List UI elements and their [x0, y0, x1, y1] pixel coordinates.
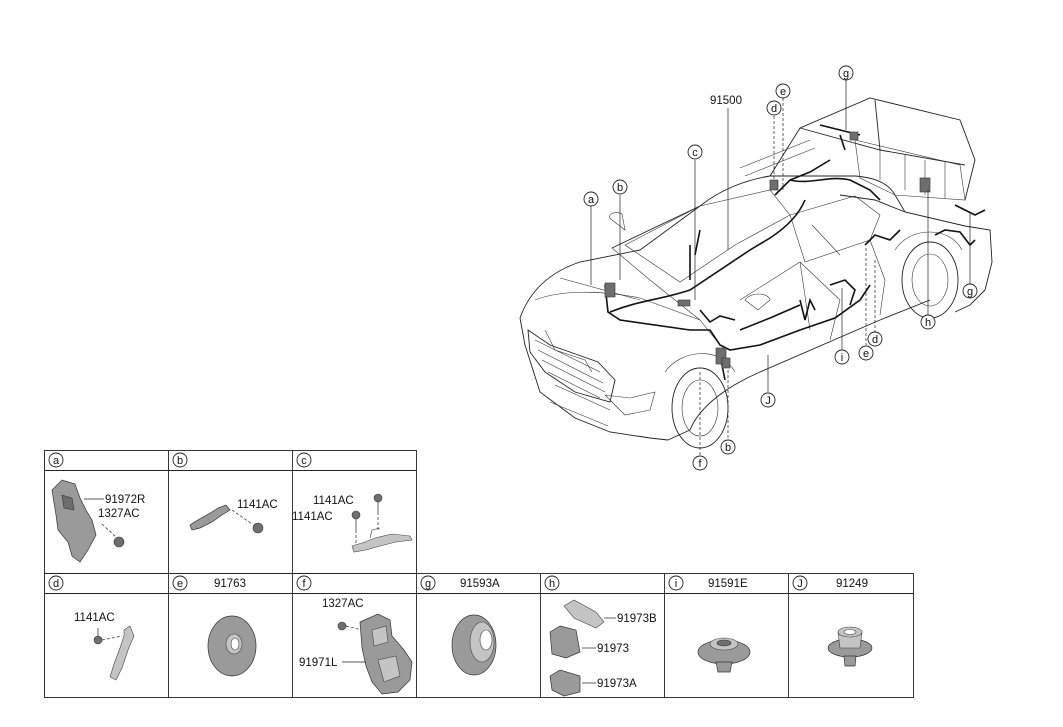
callout-c-text: c: [692, 147, 698, 159]
cell-h-letter: h: [549, 578, 555, 590]
bolt-part: [93, 635, 103, 645]
cell-a-label-1: 91972R: [105, 494, 145, 506]
cell-f-letter: f: [302, 578, 306, 590]
cell-e-letter: e: [177, 578, 183, 590]
callout-d-bottom-text: d: [872, 334, 878, 346]
callout-b-top-text: b: [617, 182, 623, 194]
callout-d-bottom: d: [867, 331, 883, 347]
callout-h: h: [920, 314, 936, 330]
cell-c-label-1: 1141AC: [313, 495, 354, 507]
wiring-harness: [604, 124, 986, 381]
clip-part-1: [563, 599, 605, 629]
bolt-part-1: [373, 493, 383, 503]
callout-h-text: h: [925, 317, 931, 329]
cell-j-title: 91249: [836, 578, 868, 590]
vehicle-callouts: 91500 a b c d e g g: [583, 65, 978, 471]
callout-d-top-text: d: [771, 103, 777, 115]
callout-c: c: [687, 144, 703, 160]
callout-leaders: [590, 80, 971, 456]
cell-b-letter: b: [177, 455, 183, 467]
cell-f-label-1: 1327AC: [322, 598, 364, 610]
cell-h-label-2: 91973: [597, 643, 629, 655]
cell-b-label-1: 1141AC: [237, 499, 278, 511]
nut-part: [113, 536, 125, 548]
callout-e-top-text: e: [780, 86, 786, 98]
callout-g-top-text: g: [843, 68, 849, 80]
cell-b: b 1141AC: [172, 452, 278, 534]
cell-c: c 1141AC 1141AC: [292, 452, 413, 553]
ground-wire-part: [189, 504, 231, 531]
callout-b-bottom-text: b: [725, 442, 731, 454]
ground-wire-part: [109, 625, 135, 681]
callout-g-right-text: g: [967, 286, 973, 298]
cell-f-label-2: 91971L: [299, 657, 338, 669]
callout-g-right: g: [962, 283, 978, 299]
cell-i: i 91591E: [668, 575, 751, 673]
bracket-part: [51, 479, 97, 563]
cell-j-letter: J: [797, 578, 803, 590]
cell-g-title: 91593A: [460, 578, 500, 590]
cell-d-letter: d: [53, 578, 59, 590]
bolt-part: [252, 522, 264, 534]
nut-part: [337, 621, 347, 631]
cell-h-label-3: 91973A: [597, 678, 637, 690]
callout-b-bottom: b: [720, 439, 736, 455]
cell-h: h 91973B 91973 91973A: [544, 575, 657, 697]
cell-d: d 1141AC: [48, 575, 135, 681]
cell-f: f 1327AC 91971L: [296, 575, 413, 695]
callout-d-top: d: [766, 100, 782, 116]
callout-e-bottom: e: [858, 345, 874, 361]
clip-part-3: [549, 669, 581, 697]
cell-e-title: 91763: [214, 578, 246, 590]
cell-d-label-1: 1141AC: [74, 612, 115, 624]
cell-c-label-2: 1141AC: [292, 511, 333, 523]
callout-g-top: g: [838, 65, 854, 81]
cell-c-letter: c: [301, 455, 307, 467]
wire-terminal-part: [351, 533, 413, 553]
cell-g-letter: g: [425, 578, 431, 590]
vehicle-illustration: [519, 97, 993, 449]
detail-grid: [44, 450, 914, 698]
clip-part-2: [549, 625, 581, 659]
cell-h-label-1: 91973B: [617, 613, 657, 625]
callout-f: f: [692, 455, 708, 471]
callout-f-text: f: [698, 458, 702, 470]
cell-a-label-2: 1327AC: [98, 508, 140, 520]
callout-b-top: b: [612, 179, 628, 195]
callout-j-text: J: [765, 395, 771, 407]
cell-i-letter: i: [675, 578, 677, 590]
main-harness-label: 91500: [710, 95, 742, 107]
cell-j: J 91249: [792, 575, 873, 667]
callout-e-top: e: [775, 83, 791, 99]
callout-a: a: [583, 191, 599, 207]
callout-j: J: [760, 392, 776, 408]
callout-i-text: i: [841, 352, 843, 364]
bolt-part-2: [351, 510, 361, 520]
cell-g: g 91593A: [420, 575, 500, 676]
cell-a-letter: a: [53, 455, 60, 467]
cell-i-title: 91591E: [708, 578, 748, 590]
callout-i: i: [834, 349, 850, 365]
callout-a-text: a: [588, 194, 595, 206]
cell-e: e 91763: [172, 575, 257, 677]
cell-a: a 91972R 1327AC: [48, 452, 145, 563]
callout-e-bottom-text: e: [863, 348, 869, 360]
